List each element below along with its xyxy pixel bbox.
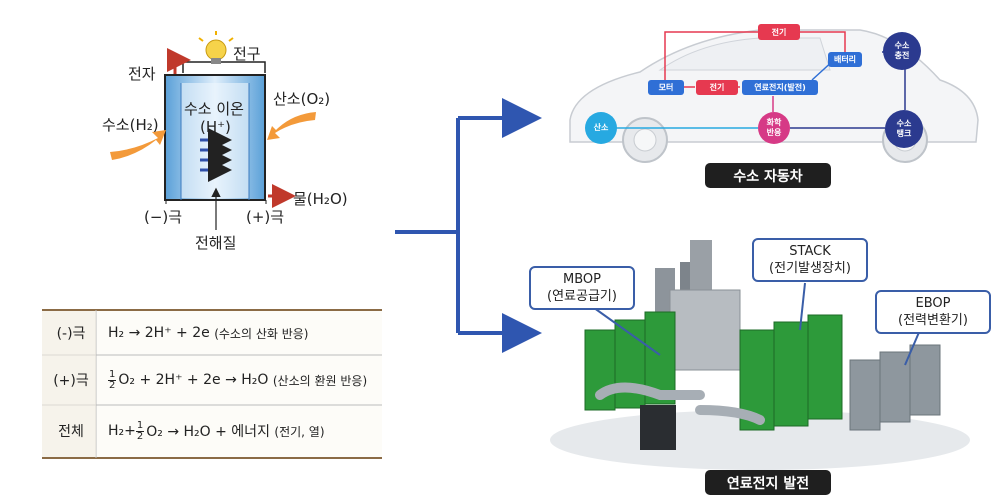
- electron-label: 전자: [128, 65, 156, 83]
- bulb-label: 전구: [233, 45, 261, 63]
- car-node-motor: 모터: [648, 80, 684, 95]
- equation-table-frame: [42, 309, 382, 459]
- car-node-fuelcell: 연료전지(발전): [742, 80, 818, 95]
- electrolyte-label: 전해질: [195, 234, 237, 252]
- hydrogen-input-arrow: [110, 130, 166, 160]
- table-row-equation: H₂ → 2H⁺ + 2e (수소의 산화 반응): [108, 325, 309, 341]
- electrode-pointers: [165, 187, 267, 230]
- flow-arrows: [395, 98, 542, 353]
- car-node-reaction: 화학 반응: [758, 112, 790, 144]
- car-node-electricity-mid: 전기: [696, 80, 738, 95]
- car-node-battery: 배터리: [828, 52, 862, 67]
- car-node-charge: 수소 충전: [883, 32, 921, 70]
- ion-formula-label: (H⁺): [200, 118, 231, 136]
- power-plant-illustration: [550, 240, 970, 470]
- car-illustration: [569, 29, 979, 163]
- car-node-oxygen: 산소: [585, 112, 617, 144]
- water-label: 물(H₂O): [293, 190, 348, 208]
- car-node-electricity-top: 전기: [758, 24, 800, 40]
- plant-caption: 연료전지 발전: [705, 470, 831, 495]
- fuel-cell-body: [164, 74, 266, 201]
- stack-callout: STACK(전기발생장치): [752, 238, 868, 282]
- bulb-icon: [198, 31, 234, 64]
- electron-arrow: [166, 48, 191, 80]
- car-node-tank: 수소 탱크: [885, 110, 923, 148]
- car-caption: 수소 자동차: [705, 163, 831, 188]
- ebop-callout: EBOP(전력변환기): [875, 290, 991, 334]
- table-row-label: (-)극: [56, 326, 86, 342]
- mbop-callout: MBOP(연료공급기): [529, 266, 635, 310]
- ion-flow-arrows: [200, 128, 232, 182]
- ion-label: 수소 이온: [184, 100, 244, 118]
- callout-pointers: [589, 282, 921, 366]
- oxygen-label: 산소(O₂): [273, 90, 331, 108]
- positive-electrode-label: (+)극: [246, 208, 285, 226]
- hydrogen-label: 수소(H₂): [102, 116, 159, 134]
- table-row-label: (+)극: [53, 373, 89, 389]
- table-row-label: 전체: [58, 424, 84, 440]
- oxygen-input-arrow: [267, 112, 316, 140]
- negative-electrode-label: (−)극: [144, 208, 183, 226]
